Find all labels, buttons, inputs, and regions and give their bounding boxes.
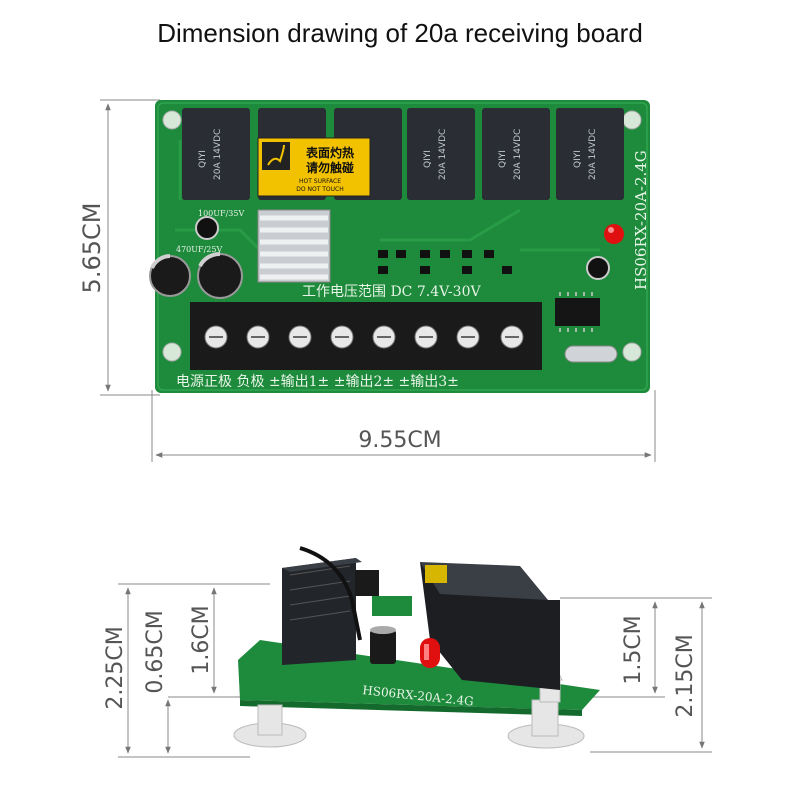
relay: QIYI 20A 14VDC: [482, 108, 550, 200]
height-label: 5.65CM: [78, 203, 106, 294]
svg-text:HOT SURFACE: HOT SURFACE: [299, 178, 341, 185]
side-view-board: 2.25CM 0.65CM 1.6CM 1.5CM 2.15CM: [103, 546, 712, 758]
svg-text:20A 14VDC: 20A 14VDC: [513, 129, 523, 180]
height-dimension: [100, 99, 160, 396]
terminal-labels: 电源正极 负极 ±输出1± ±输出2± ±输出3±: [176, 374, 459, 390]
mid-height-left-label: 1.6CM: [189, 605, 214, 674]
svg-text:20A 14VDC: 20A 14VDC: [588, 129, 598, 180]
ic-chip: [555, 292, 600, 332]
svg-text:DO NOT TOUCH: DO NOT TOUCH: [296, 186, 344, 193]
svg-text:QIYI: QIYI: [423, 150, 433, 168]
working-voltage-label: 工作电压范围 DC 7.4V-30V: [302, 283, 481, 300]
crystal: [564, 345, 618, 363]
heatsink: [257, 209, 331, 283]
svg-text:20A 14VDC: 20A 14VDC: [213, 129, 223, 180]
svg-text:QIYI: QIYI: [573, 150, 583, 168]
red-led: [604, 224, 624, 244]
svg-text:QIYI: QIYI: [498, 150, 508, 168]
capacitor-large: [149, 251, 243, 299]
relay: QIYI 20A 14VDC: [182, 108, 250, 200]
hot-surface-warning: 表面灼热 请勿触碰 HOT SURFACE DO NOT TOUCH: [257, 137, 371, 197]
upper-height-left-label: 0.65CM: [143, 610, 168, 693]
svg-text:QIYI: QIYI: [198, 150, 208, 168]
svg-text:470UF/25V: 470UF/25V: [176, 245, 222, 254]
relay: QIYI 20A 14VDC: [556, 108, 624, 200]
top-view-board: 5.65CM 9.55CM QIYI: [78, 99, 656, 462]
side-red-led: [420, 638, 440, 668]
relay-height-right-label: 1.5CM: [621, 615, 646, 684]
capacitor-right: [586, 256, 610, 280]
antenna-wire: [299, 546, 362, 641]
side-dimensions-left: [118, 583, 270, 758]
board-model-label: HS06RX-20A-2.4G: [632, 150, 650, 290]
mounting-holes: [162, 110, 642, 362]
svg-text:请勿触碰: 请勿触碰: [306, 160, 354, 175]
relay: QIYI 20A 14VDC: [407, 108, 475, 200]
width-label: 9.55CM: [358, 428, 441, 453]
side-dimensions-right: [560, 597, 712, 753]
svg-text:表面灼热: 表面灼热: [305, 145, 354, 160]
side-relays: [282, 558, 560, 690]
total-height-right-label: 2.15CM: [673, 634, 698, 717]
page-title: Dimension drawing of 20a receiving board: [157, 18, 643, 48]
svg-text:100UF/35V: 100UF/35V: [198, 209, 244, 218]
side-components: [355, 570, 412, 664]
svg-text:20A 14VDC: 20A 14VDC: [438, 129, 448, 180]
width-dimension: [151, 390, 656, 462]
terminal-block: [190, 302, 542, 370]
capacitor-small: [195, 216, 219, 240]
total-height-left-label: 2.25CM: [103, 626, 128, 709]
smd-components: [378, 250, 512, 274]
